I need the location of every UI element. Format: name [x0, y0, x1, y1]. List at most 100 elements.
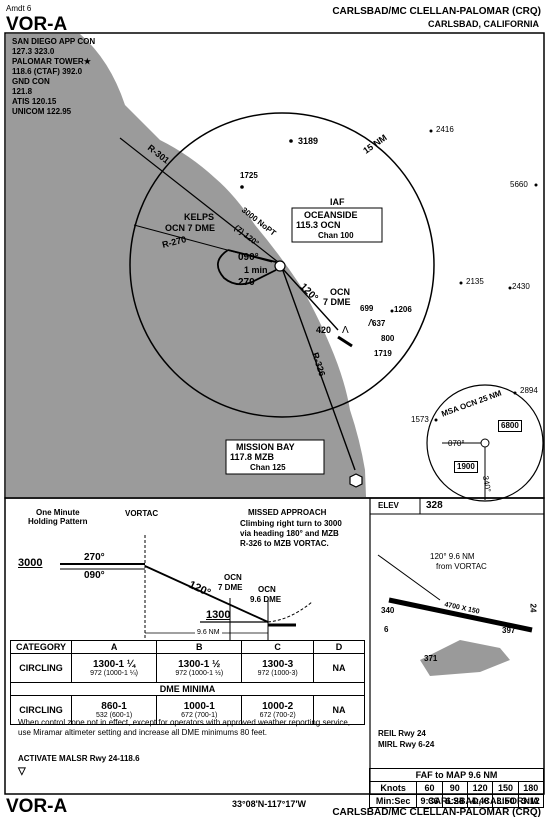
msa-circle [426, 384, 544, 502]
lighting-mirl: MIRL Rwy 6-24 [378, 740, 435, 749]
table-header: CATEGORY [10, 640, 72, 654]
mda-vis: 1300-1 ¼ [92, 659, 136, 670]
elev-value: 328 [426, 500, 443, 511]
iaf-label: IAF [330, 197, 345, 207]
profile-crs-270: 270° [84, 552, 105, 563]
spot-elev: 2135 [466, 277, 484, 286]
hat: 532 (600-1) [95, 712, 133, 719]
spot-elev: 699 [360, 304, 374, 313]
spot-elev: 1206 [394, 305, 412, 314]
hold-time: 1 min [244, 265, 268, 275]
comm-line: SAN DIEGO APP CON [12, 37, 96, 46]
minsec-label: Min:Sec [368, 794, 418, 808]
table-cell: NA [313, 653, 365, 683]
circling-label: CIRCLING [10, 695, 72, 725]
table-row: Knots 60 90 120 150 180 [368, 781, 545, 795]
mda-vis: 860-1 [101, 701, 127, 712]
hold-outbound: 270 [238, 277, 255, 288]
svg-text:Λ: Λ [368, 318, 375, 329]
spot-elev: 637 [372, 319, 386, 328]
profile-ocn96: OCN [258, 585, 276, 594]
elev-371: 371 [424, 654, 438, 663]
spot-elev: 1719 [374, 349, 392, 358]
missed-text: R-326 to MZB VORTAC. [240, 539, 329, 548]
missed-text: via heading 180° and MZB [240, 529, 339, 538]
table-cell: 60 [416, 781, 443, 795]
profile-ocn7: OCN [224, 573, 242, 582]
faf-map-table: FAF to MAP 9.6 NM Knots 60 90 120 150 18… [368, 768, 545, 808]
dme-title: DME MINIMA [10, 682, 365, 696]
ocn-7dme-label2: 7 DME [323, 297, 351, 307]
lighting-reil: REIL Rwy 24 [378, 729, 426, 738]
table-row: FAF to MAP 9.6 NM [369, 768, 544, 782]
malsr-note: ACTIVATE MALSR Rwy 24-118.6 [18, 754, 140, 763]
vortac-label: VORTAC [125, 509, 159, 518]
elev-420: 420 [316, 325, 332, 335]
airport-city: CARLSBAD, CALIFORNIA [428, 19, 539, 29]
comm-line: PALOMAR TOWER★ [12, 57, 91, 66]
airport-name: CARLSBAD/MC CLELLAN-PALOMAR (CRQ) [332, 6, 541, 17]
spot-elev: 2416 [436, 125, 454, 134]
comm-line: GND CON [12, 77, 50, 86]
table-cell: 150 [492, 781, 519, 795]
mzb-name: MISSION BAY [236, 442, 295, 452]
table-row: CATEGORY A B C D [10, 640, 365, 654]
spot-elev: 2894 [520, 386, 538, 395]
faf-note: 120° 9.6 NM [430, 552, 475, 561]
table-header: A [70, 640, 158, 654]
comm-line: ATIS 120.15 [12, 97, 57, 106]
profile-alt-3000: 3000 [18, 557, 43, 569]
table-header: B [156, 640, 243, 654]
holding-title: One Minute [36, 508, 80, 517]
procedure-title: VOR-A [6, 14, 68, 35]
msa-alt-west: 1900 [454, 461, 478, 473]
hat: 972 (1000-3) [257, 670, 298, 677]
table-cell: 180 [517, 781, 545, 795]
footer-coords: 33°08'N-117°17'W [232, 799, 307, 809]
holding-title2: Holding Pattern [28, 517, 88, 526]
comm-line: 121.8 [12, 87, 33, 96]
spot-elev: 2430 [512, 282, 530, 291]
spot-elev: 800 [381, 334, 395, 343]
mda-vis: 1300-3 [262, 659, 294, 670]
footer-city: CARLSBAD, CALIFORNIA [428, 796, 539, 806]
msa-alt-north: 6800 [498, 420, 522, 432]
comm-line: UNICOM 122.95 [12, 107, 72, 116]
runway-6: 6 [384, 625, 389, 634]
missed-text: Climbing right turn to 3000 [240, 519, 342, 528]
table-cell: NA [313, 695, 365, 725]
comm-line: 118.6 (CTAF) 392.0 [12, 67, 83, 76]
table-row: Min:Sec 9:36 6:24 4:48 3:50 3:12 [368, 794, 545, 808]
table-cell: 120 [466, 781, 494, 795]
mzb-channel: Chan 125 [250, 463, 286, 472]
hold-inbound: 090° [238, 252, 259, 263]
spot-elev: 5660 [510, 180, 528, 189]
spot-elev: 1573 [411, 415, 429, 424]
malsr-symbol: ▽ [18, 766, 26, 777]
missed-title: MISSED APPROACH [248, 508, 327, 517]
table-row: DME MINIMA [10, 682, 365, 696]
mzb-frequency: 117.8 MZB [230, 452, 275, 462]
profile-distance: 9.6 NM [195, 629, 222, 636]
mda-vis: 1000-1 [183, 701, 215, 712]
table-cell: 3:12 [517, 794, 545, 808]
profile-alt-1300: 1300 [206, 609, 231, 621]
table-header: D [313, 640, 365, 654]
table-cell: 6:24 [441, 794, 468, 808]
msa-brg-340: 340° [480, 474, 493, 493]
profile-ocn7b: 7 DME [218, 583, 243, 592]
iaf-name: OCEANSIDE [304, 210, 358, 220]
elev-340: 340 [381, 606, 395, 615]
faf-title: FAF to MAP 9.6 NM [369, 768, 544, 782]
range-ring [129, 112, 435, 418]
faf-note2: from VORTAC [436, 562, 487, 571]
ocn-7dme-label: OCN [330, 287, 350, 297]
